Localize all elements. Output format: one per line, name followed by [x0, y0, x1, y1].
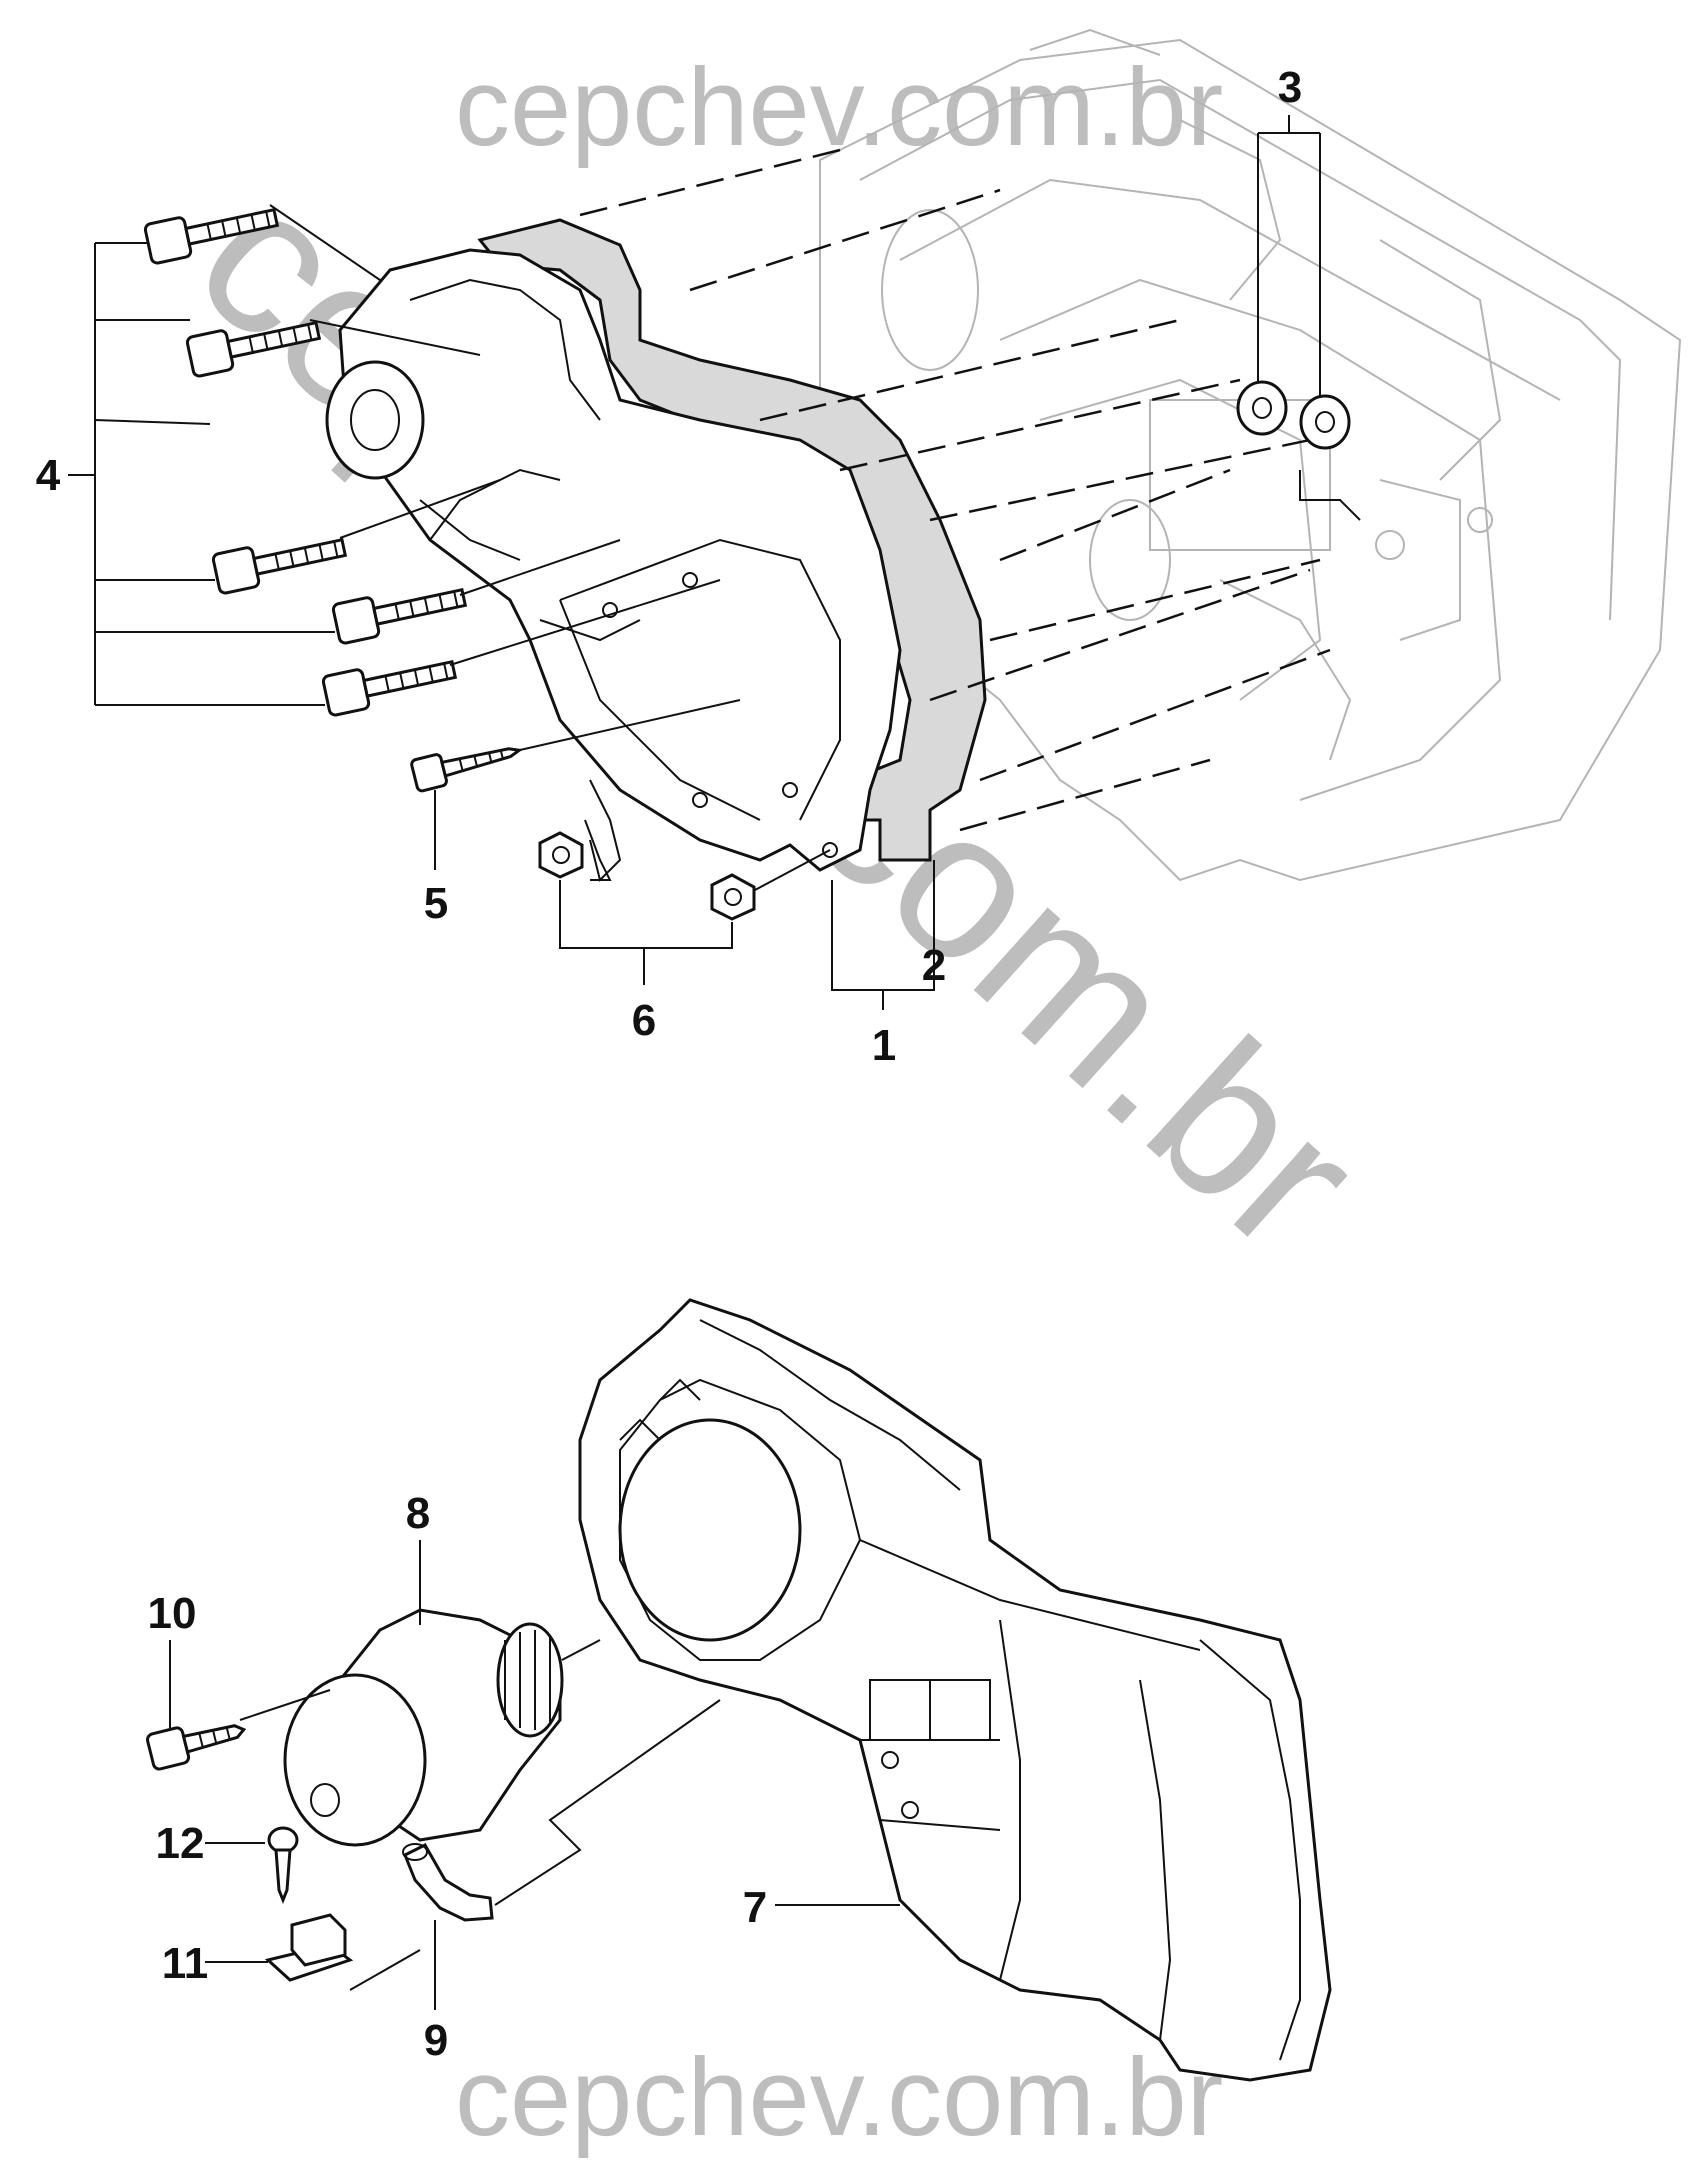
nut-leader — [754, 849, 831, 891]
washer-icon — [1236, 380, 1288, 436]
callout-labels: 1 2 3 4 5 6 7 8 9 10 11 12 — [36, 63, 1302, 2065]
callout-5: 5 — [424, 879, 448, 928]
oil-pump — [283, 1608, 564, 1847]
nut-icon — [538, 831, 584, 879]
callout-11: 11 — [162, 1939, 209, 1988]
bolt-icon — [321, 659, 458, 717]
timing-cover — [325, 248, 902, 882]
small-screw-icon — [267, 1826, 299, 1905]
callout-8: 8 — [406, 1489, 430, 1538]
callout-9: 9 — [424, 2016, 448, 2065]
bolt-group-4 — [143, 204, 721, 717]
callout-12: 12 — [156, 1819, 205, 1868]
callout-6: 6 — [632, 996, 656, 1045]
callout-leaders-lower — [169, 1540, 900, 2010]
pump-screw-leader — [239, 1689, 331, 1721]
callout-leaders-upper — [68, 115, 1321, 1010]
callout-7: 7 — [743, 1883, 767, 1932]
clip-leader — [349, 1949, 421, 1991]
callout-10: 10 — [148, 1589, 197, 1638]
hose-leader — [494, 1699, 721, 1906]
screw-leader — [519, 699, 741, 751]
nut-icon — [710, 873, 756, 921]
watermark-top: cepchev.com.br — [455, 46, 1223, 169]
screw-icon — [410, 747, 524, 793]
callout-4: 4 — [36, 451, 61, 500]
timing-cover-gasket — [477, 218, 987, 862]
washer-leader — [1299, 470, 1361, 521]
washer-icon — [1299, 394, 1351, 450]
pump-leader — [561, 1639, 601, 1661]
bolt-icon — [143, 207, 280, 265]
clip-icon — [264, 1913, 354, 1982]
callout-3: 3 — [1278, 63, 1302, 112]
alignment-lines-upper — [579, 148, 1331, 832]
pump-screw-icon — [146, 1724, 247, 1771]
gearbox-housing — [578, 1298, 1332, 2082]
bolt-icon — [331, 587, 468, 645]
watermark-bottom: cepchev.com.br — [455, 2036, 1223, 2159]
bolt-icon — [185, 320, 322, 378]
engine-block-ghost — [819, 28, 1682, 882]
bracket-tab — [584, 819, 612, 881]
callout-1: 1 — [872, 1021, 896, 1070]
callout-2: 2 — [922, 941, 946, 990]
bolt-icon — [211, 537, 348, 595]
hose-icon — [402, 1843, 494, 1922]
